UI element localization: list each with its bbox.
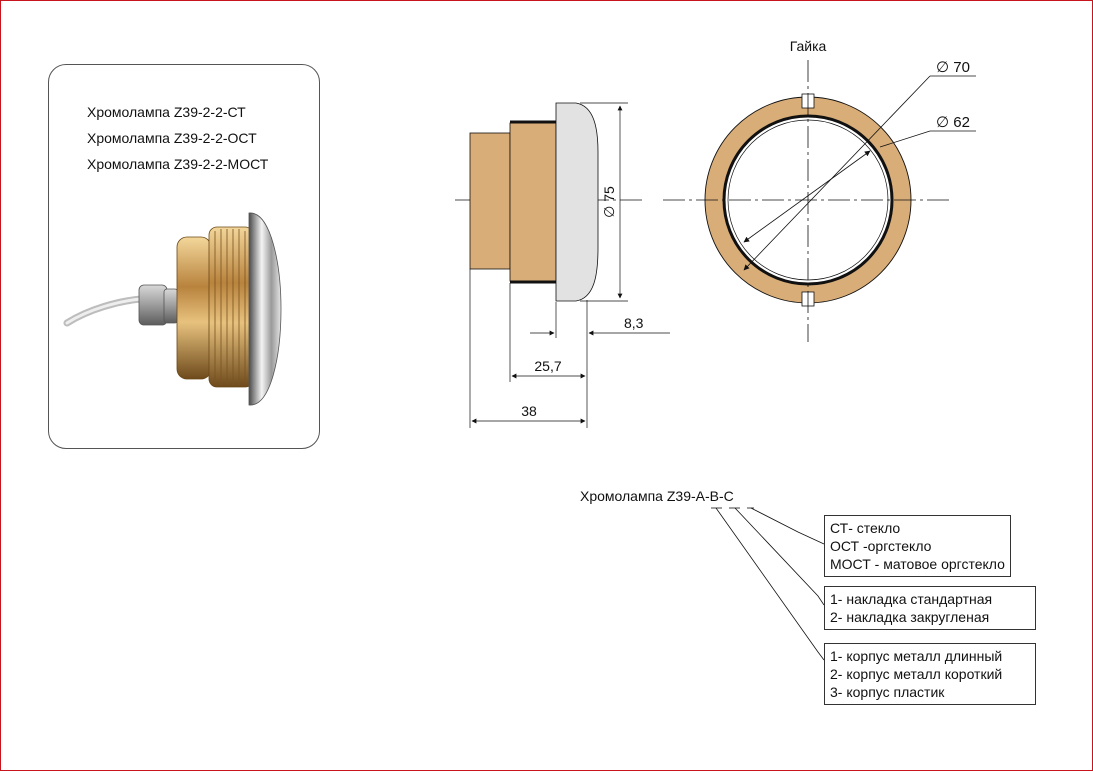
model-list: Хромолампа Z39-2-2-СТ Хромолампа Z39-2-2… <box>87 99 268 177</box>
dim-label-8-3: 8,3 <box>624 315 644 331</box>
legend-a-item: 3- корпус пластик <box>830 684 945 700</box>
body-rear <box>469 132 511 270</box>
legend-box-c-material: СТ- стекло ОСТ -оргстекло МОСТ - матовое… <box>824 515 1011 577</box>
threaded-part <box>509 122 557 282</box>
side-view: ∅ 75 8,3 25,7 38 <box>455 102 670 428</box>
dim-label-diameter-75: ∅ 75 <box>601 186 617 218</box>
product-photo <box>63 212 282 406</box>
photo-card: Хромолампа Z39-2-2-СТ Хромолампа Z39-2-2… <box>48 64 320 449</box>
code-legend-leaders <box>711 507 825 661</box>
front-view: Гайка ∅ 70 ∅ 62 <box>663 38 976 342</box>
code-legend-title: Хромолампа Z39-A-B-C <box>580 488 734 504</box>
legend-box-a-body: 1- корпус металл длинный 2- корпус метал… <box>824 643 1036 705</box>
dim-label-diameter-70: ∅ 70 <box>936 59 970 76</box>
model-name-ost: Хромолампа Z39-2-2-ОСТ <box>87 130 257 146</box>
legend-c-item: МОСТ - матовое оргстекло <box>830 556 1005 572</box>
chrome-bezel <box>555 102 599 302</box>
legend-a-item: 2- корпус металл короткий <box>830 666 1003 682</box>
legend-c-item: СТ- стекло <box>830 520 901 536</box>
legend-b-item: 2- накладка закругленая <box>830 609 990 625</box>
legend-box-b-bezel: 1- накладка стандартная 2- накладка закр… <box>824 586 1036 630</box>
legend-a-item: 1- корпус металл длинный <box>830 648 1003 664</box>
legend-c-item: ОСТ -оргстекло <box>830 538 932 554</box>
dim-label-diameter-62: ∅ 62 <box>936 114 970 131</box>
dim-label-25-7: 25,7 <box>534 358 561 374</box>
model-name-st: Хромолампа Z39-2-2-СТ <box>87 104 246 120</box>
nut-label: Гайка <box>790 38 827 54</box>
leader-diameter-62 <box>743 150 871 243</box>
model-name-most: Хромолампа Z39-2-2-МОСТ <box>87 156 269 172</box>
legend-b-item: 1- накладка стандартная <box>830 591 993 607</box>
dim-label-38: 38 <box>521 403 537 419</box>
